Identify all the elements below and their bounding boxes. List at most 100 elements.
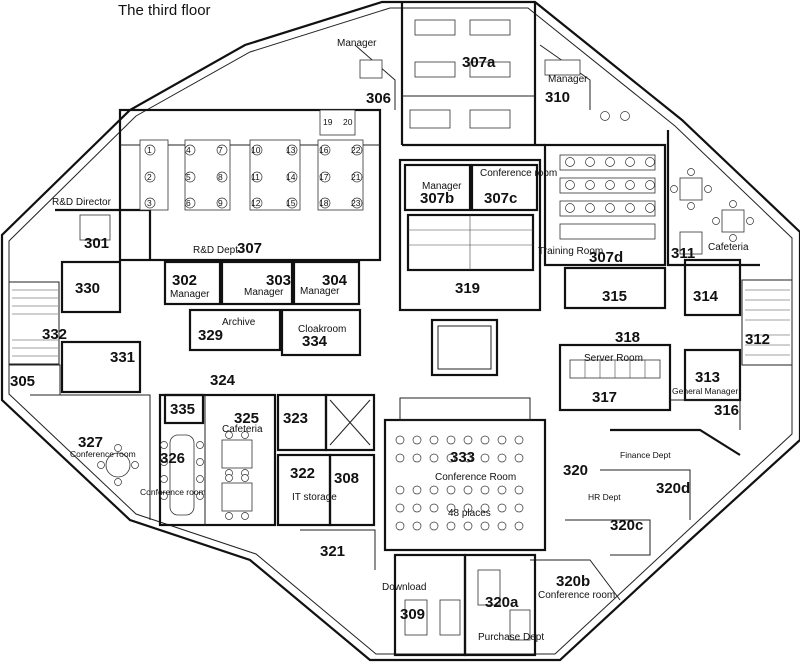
svg-text:17: 17 [319,172,329,182]
svg-text:5: 5 [186,172,191,182]
svg-text:6: 6 [186,198,191,208]
conference-seat [429,503,439,513]
label-cafeteria-325: Cafeteria [222,424,263,435]
svg-text:9: 9 [218,198,223,208]
label-conference-320b: Conference room [538,590,615,601]
room-331: 331 [110,349,135,366]
svg-text:16: 16 [319,145,329,155]
room-304: 304 [322,272,348,289]
conference-seat [429,453,439,463]
conference-326-table [160,434,204,516]
label-download: Download [382,582,426,593]
room-317: 317 [592,389,617,406]
cafeteria-right-tables [670,168,754,255]
conference-seat [480,521,490,531]
label-conference-326: Conference room [140,487,206,497]
room-numbers: 301 302 303 304 305 306 307 307a 307b 30… [10,54,770,623]
label-manager-304: Manager [300,286,340,297]
cafeteria-left-tables [221,431,253,520]
conference-seat [463,485,473,495]
conference-seat [463,521,473,531]
conference-seat [446,453,456,463]
conference-seat [395,521,405,531]
conference-seat [480,485,490,495]
room-301: 301 [84,235,109,252]
conference-seat [429,521,439,531]
label-rd-director: R&D Director [52,197,112,208]
room-335: 335 [170,401,195,418]
label-places: 48 places [448,508,491,519]
conference-seat [412,485,422,495]
room-306: 306 [366,90,391,107]
conference-seat [395,503,405,513]
server-racks [569,359,661,379]
svg-text:3: 3 [147,198,152,208]
conference-seat [446,521,456,531]
room-307: 307 [237,240,262,257]
office-desks [79,19,581,641]
room-320d: 320d [656,480,690,497]
label-purchase-dept: Purchase Dept [478,632,544,643]
room-312: 312 [745,331,770,348]
room-labels: Manager Manager Manager Conference room … [52,38,749,643]
svg-text:12: 12 [251,198,261,208]
label-server-room: Server Room [584,353,643,364]
room-309: 309 [400,606,425,623]
conference-seat [514,503,524,513]
svg-text:21: 21 [351,172,361,182]
room-315: 315 [602,288,627,305]
conference-seat [497,435,507,445]
room-313: 313 [695,369,720,386]
training-desks [559,111,656,240]
label-conference-333: Conference Room [435,472,516,483]
svg-text:18: 18 [319,198,329,208]
room-321: 321 [320,543,345,560]
room-320: 320 [563,462,588,479]
conference-327-table [97,444,139,486]
svg-text:15: 15 [286,198,296,208]
label-manager-302: Manager [170,289,210,300]
conference-seat [514,521,524,531]
conference-seat [514,485,524,495]
conference-seat [446,503,456,513]
conference-seat [480,453,490,463]
room-320c: 320c [610,517,643,534]
svg-text:22: 22 [351,145,361,155]
room-319: 319 [455,280,480,297]
label-manager-306: Manager [337,38,377,49]
room-314: 314 [693,288,719,305]
conference-seat [463,435,473,445]
room-311: 311 [671,245,695,262]
conference-seat [412,521,422,531]
conference-seat [412,453,422,463]
label-manager-307b: Manager [422,181,462,192]
conference-seat [463,453,473,463]
svg-text:23: 23 [351,198,361,208]
room-326: 326 [160,450,185,467]
room-316: 316 [714,402,739,419]
label-general-manager: General Manager [672,386,738,396]
conference-seat [446,435,456,445]
label-archive: Archive [222,317,256,328]
room-323: 323 [283,410,308,427]
interior-walls [8,2,793,657]
room-308: 308 [334,470,359,487]
room-307a: 307a [462,54,496,71]
svg-text:20: 20 [343,117,353,127]
label-cafeteria-311: Cafeteria [708,242,749,253]
svg-text:8: 8 [218,172,223,182]
conference-seat [480,435,490,445]
room-334: 334 [302,333,328,350]
room-325: 325 [234,410,259,427]
label-cloakroom: Cloakroom [298,324,346,335]
svg-text:2: 2 [147,172,152,182]
room-332: 332 [42,326,67,343]
conference-333-seats [395,435,524,531]
conference-seat [395,485,405,495]
conference-seat [395,453,405,463]
room-303: 303 [266,272,291,289]
label-manager-303: Manager [244,287,284,298]
